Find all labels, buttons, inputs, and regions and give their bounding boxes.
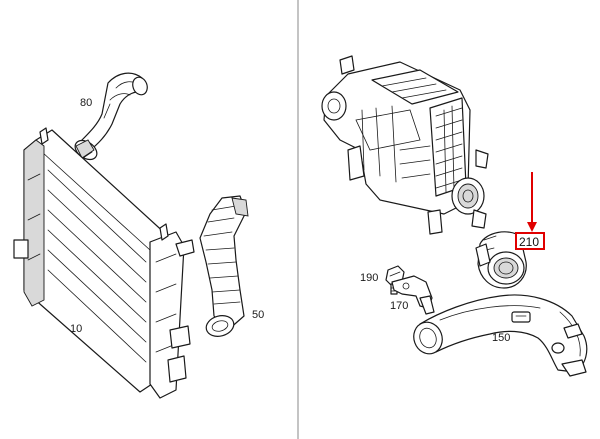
callout-80: 80: [80, 97, 92, 109]
callout-170: 170: [390, 300, 408, 312]
highlight-210: 210: [515, 172, 545, 250]
part-210-clamp[interactable]: [475, 231, 527, 289]
highlight-box: [515, 232, 545, 250]
part-10-radiator[interactable]: [13, 127, 195, 399]
arrow-head-icon: [527, 222, 537, 232]
callout-150: 150: [492, 332, 510, 344]
part-50-hose[interactable]: [199, 195, 249, 339]
part-150-pipe[interactable]: [409, 294, 588, 377]
part-80-hose[interactable]: [72, 72, 150, 163]
part-170-bracket[interactable]: [391, 275, 435, 315]
callout-10: 10: [70, 323, 82, 335]
intercooler-assembly: [321, 55, 489, 235]
callout-190: 190: [360, 272, 378, 284]
callout-50: 50: [252, 309, 264, 321]
callout-210[interactable]: 210: [519, 235, 539, 249]
